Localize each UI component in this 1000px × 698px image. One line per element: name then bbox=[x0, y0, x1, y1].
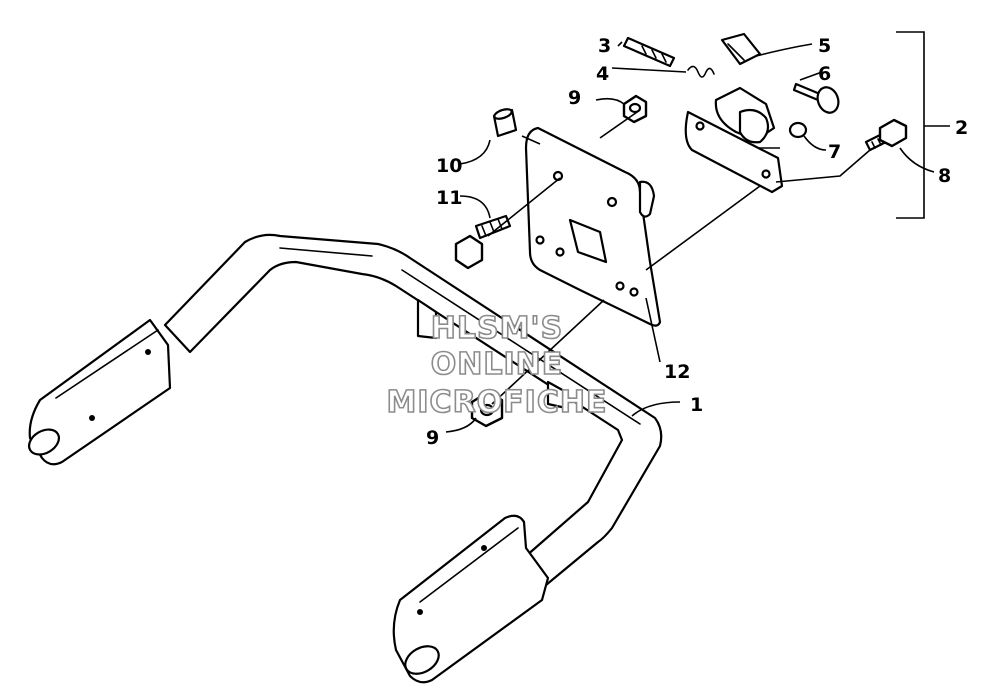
watermark: HLSM'S ONLINE MICROFICHE bbox=[386, 310, 608, 421]
callout-3: 3 bbox=[598, 35, 611, 57]
callout-12: 12 bbox=[664, 361, 690, 383]
assembly-lines bbox=[445, 31, 950, 433]
watermark-line-2: ONLINE bbox=[431, 347, 564, 382]
callout-11: 11 bbox=[436, 187, 462, 209]
callout-10: 10 bbox=[436, 155, 462, 177]
nut-part-9-lower bbox=[470, 390, 504, 428]
hitch-bracket-part bbox=[684, 32, 784, 194]
callout-2: 2 bbox=[955, 117, 968, 139]
callout-4: 4 bbox=[596, 63, 609, 85]
washer-part-7 bbox=[788, 121, 808, 139]
callout-6: 6 bbox=[818, 63, 831, 85]
callout-9-lower: 9 bbox=[426, 427, 439, 449]
watermark-line-1: HLSM'S bbox=[431, 311, 563, 346]
bolt-part-11 bbox=[454, 214, 512, 270]
callouts: 1 2 3 4 5 6 7 8 9 9 10 11 12 bbox=[426, 35, 968, 449]
bumper-bar-part bbox=[27, 233, 663, 684]
spacer-part-10 bbox=[492, 108, 518, 138]
watermark-line-3: MICROFICHE bbox=[387, 385, 608, 420]
callout-1: 1 bbox=[690, 394, 703, 416]
mounting-plate-part bbox=[524, 126, 662, 327]
nut-part-9-upper bbox=[622, 94, 648, 124]
bolt-part-8 bbox=[864, 118, 908, 152]
callout-9-upper: 9 bbox=[568, 87, 581, 109]
callout-5: 5 bbox=[818, 35, 831, 57]
callout-7: 7 bbox=[828, 141, 841, 163]
callout-8: 8 bbox=[938, 165, 951, 187]
pin-part-3 bbox=[622, 36, 676, 68]
spring-part-4 bbox=[687, 65, 715, 78]
clevis-pin-part-6 bbox=[792, 82, 840, 114]
